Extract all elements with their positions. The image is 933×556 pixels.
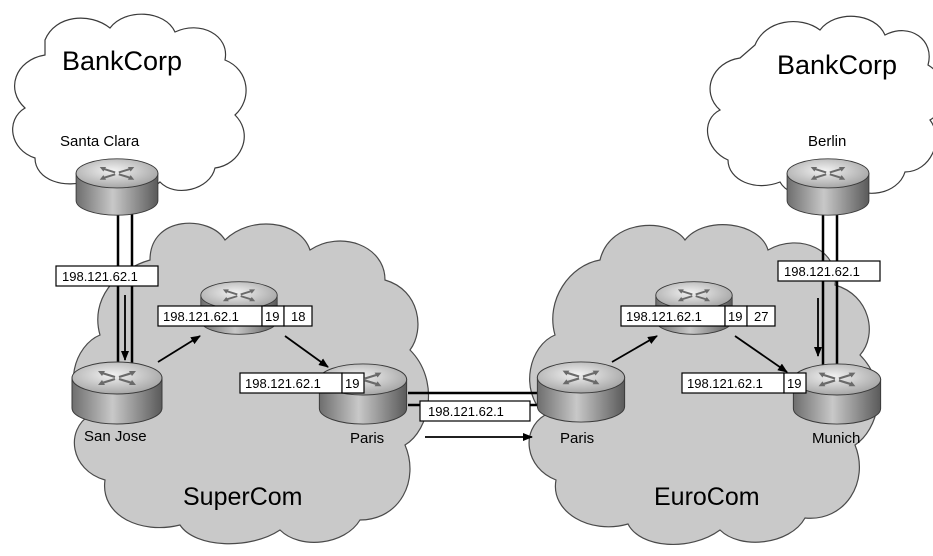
router-san-jose-label: San Jose [84, 428, 147, 445]
eurocom-mid-entry: 198.121.62.1 19 27 [620, 305, 776, 327]
router-berlin-label: Berlin [808, 133, 846, 150]
arrow-sanjose-to-mid [157, 335, 201, 363]
bankcorp-right-title: BankCorp [777, 50, 897, 80]
santa-clara-to-san-jose-link [116, 208, 134, 372]
router-paris-eurocom-label: Paris [560, 430, 594, 447]
supercom-mid-length: 19 [265, 309, 279, 324]
bankcorp-left-cloud [12, 13, 247, 196]
supercom-mid-entry: 198.121.62.1 19 18 [157, 305, 313, 327]
right-link-address-box: 198.121.62.1 [777, 260, 881, 282]
bankcorp-left-title: BankCorp [62, 46, 182, 76]
arrow-mid-to-munich [734, 335, 788, 373]
supercom-title: SuperCom [183, 483, 303, 511]
supercom-paris-prefix: 198.121.62.1 [245, 376, 321, 391]
eurocom-munich-entry: 198.121.62.1 19 [681, 372, 807, 394]
eurocom-munich-prefix: 198.121.62.1 [687, 376, 763, 391]
inter-link-address: 198.121.62.1 [428, 404, 504, 419]
arrow-mid-to-paris [284, 335, 329, 368]
supercom-mid-tag: 18 [291, 309, 305, 324]
bankcorp-right-cloud [706, 15, 933, 198]
supercom-paris-entry: 198.121.62.1 19 [239, 372, 365, 394]
supercom-paris-length: 19 [345, 376, 359, 391]
berlin-to-munich-link [821, 208, 839, 372]
router-paris-supercom-label: Paris [350, 430, 384, 447]
eurocom-title: EuroCom [654, 483, 760, 511]
eurocom-mid-tag: 27 [754, 309, 768, 324]
router-munich-label: Munich [812, 430, 860, 447]
left-link-address-box: 198.121.62.1 [55, 265, 159, 287]
eurocom-mid-prefix: 198.121.62.1 [626, 309, 702, 324]
router-santa-clara-label: Santa Clara [60, 133, 140, 150]
eurocom-munich-length: 19 [787, 376, 801, 391]
inter-link-address-box: 198.121.62.1 [419, 400, 531, 422]
supercom-mid-prefix: 198.121.62.1 [163, 309, 239, 324]
left-link-address: 198.121.62.1 [62, 269, 138, 284]
router-paris-eurocom-icon [536, 360, 626, 424]
right-link-address: 198.121.62.1 [784, 264, 860, 279]
router-berlin-icon [786, 157, 870, 217]
eurocom-mid-length: 19 [728, 309, 742, 324]
router-santa-clara-icon [75, 157, 159, 217]
arrow-paris-to-mid [611, 335, 658, 363]
router-san-jose-icon [70, 360, 164, 426]
